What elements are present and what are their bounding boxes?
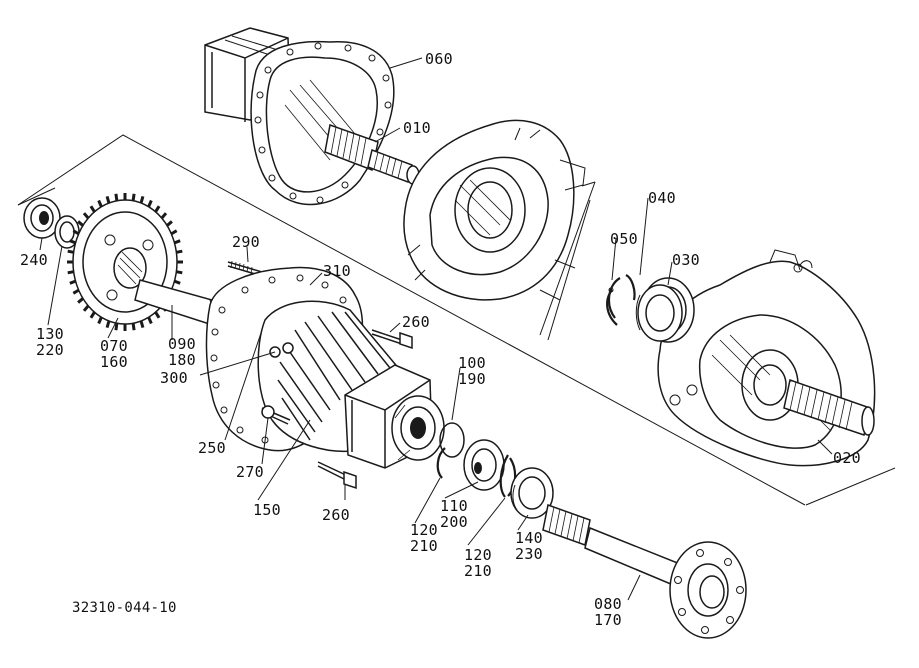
part-label-310[interactable]: 310 xyxy=(323,262,351,280)
gear-tooth xyxy=(67,270,74,275)
gear-tooth xyxy=(154,205,161,213)
part-label-130[interactable]: 130 xyxy=(36,325,64,343)
right-axle-housing xyxy=(657,249,876,467)
gear-tooth xyxy=(67,249,74,254)
part-label-020[interactable]: 020 xyxy=(833,449,861,467)
part-label-090[interactable]: 090 xyxy=(168,335,196,353)
part-label-170[interactable]: 170 xyxy=(594,611,622,629)
gear-tooth xyxy=(139,195,145,204)
gear-tooth xyxy=(173,279,181,285)
gear-tooth xyxy=(114,193,119,201)
leader-lines xyxy=(39,57,833,601)
part-label-050[interactable]: 050 xyxy=(610,230,638,248)
gear-tooth xyxy=(77,297,84,304)
part-label-060[interactable]: 060 xyxy=(425,50,453,68)
part-label-250[interactable]: 250 xyxy=(198,439,226,457)
part-label-270[interactable]: 270 xyxy=(236,463,264,481)
gear-tooth xyxy=(160,212,168,220)
drawing-code: 32310-044-10 xyxy=(72,600,177,616)
part-label-160[interactable]: 160 xyxy=(100,353,128,371)
gear-tooth xyxy=(97,199,103,208)
gear-tooth xyxy=(69,279,77,285)
part-label-030[interactable]: 030 xyxy=(672,251,700,269)
part-label-220[interactable]: 220 xyxy=(36,341,64,359)
snap-ring-120-a xyxy=(436,447,446,479)
part-label-230[interactable]: 230 xyxy=(515,545,543,563)
assembly-plane-lines xyxy=(17,134,896,506)
part-label-210-a[interactable]: 210 xyxy=(410,537,438,555)
gear-tooth xyxy=(105,195,111,204)
bolt-270 xyxy=(261,405,291,425)
part-label-300[interactable]: 300 xyxy=(160,369,188,387)
part-label-040[interactable]: 040 xyxy=(648,189,676,207)
snap-ring-050 xyxy=(606,274,636,326)
bearing-030-group xyxy=(635,277,695,343)
part-label-080[interactable]: 080 xyxy=(594,595,622,613)
gear-tooth xyxy=(77,220,84,227)
gear-tooth xyxy=(72,288,80,295)
part-label-010[interactable]: 010 xyxy=(403,119,431,137)
gear-tooth xyxy=(69,239,77,245)
gear-tooth xyxy=(82,304,90,312)
o-ring-100 xyxy=(439,422,465,458)
part-label-260-lower[interactable]: 260 xyxy=(322,506,350,524)
axle-shaft-080 xyxy=(542,504,747,639)
part-label-200[interactable]: 200 xyxy=(440,513,468,531)
gear-tooth xyxy=(131,193,136,201)
gear-tooth xyxy=(170,229,178,236)
gear-tooth xyxy=(89,205,96,213)
gear-tooth xyxy=(176,249,183,254)
part-label-110[interactable]: 110 xyxy=(440,497,468,515)
part-label-070[interactable]: 070 xyxy=(100,337,128,355)
gear-tooth xyxy=(176,270,183,275)
bolt-260-upper xyxy=(371,329,413,350)
part-label-120-a[interactable]: 120 xyxy=(410,521,438,539)
gear-tooth xyxy=(72,229,80,236)
part-label-100[interactable]: 100 xyxy=(458,354,486,372)
part-label-240[interactable]: 240 xyxy=(20,251,48,269)
gear-tooth xyxy=(166,220,173,227)
part-label-190[interactable]: 190 xyxy=(458,370,486,388)
gear-tooth xyxy=(114,323,119,331)
gear-tooth xyxy=(105,320,111,329)
part-label-180[interactable]: 180 xyxy=(168,351,196,369)
gear-tooth xyxy=(139,320,145,329)
washers-300 xyxy=(269,342,294,358)
bolt-260-lower xyxy=(317,461,357,490)
part-label-140[interactable]: 140 xyxy=(515,529,543,547)
part-label-150[interactable]: 150 xyxy=(253,501,281,519)
bearing-140 xyxy=(510,467,554,519)
top-flange-housing xyxy=(204,27,420,206)
part-label-290[interactable]: 290 xyxy=(232,233,260,251)
gear-tooth xyxy=(97,316,103,325)
center-differential-case xyxy=(205,266,445,469)
gear-tooth xyxy=(82,212,90,220)
gear-tooth xyxy=(173,239,181,245)
part-label-260-upper[interactable]: 260 xyxy=(402,313,430,331)
upper-transmission-case xyxy=(403,119,586,301)
bearing-110 xyxy=(463,439,505,491)
gear-tooth xyxy=(147,316,153,325)
part-label-120-b[interactable]: 120 xyxy=(464,546,492,564)
part-label-210-b[interactable]: 210 xyxy=(464,562,492,580)
gear-tooth xyxy=(154,311,161,319)
gear-tooth xyxy=(89,311,96,319)
gear-tooth xyxy=(131,323,136,331)
gear-tooth xyxy=(147,199,153,208)
